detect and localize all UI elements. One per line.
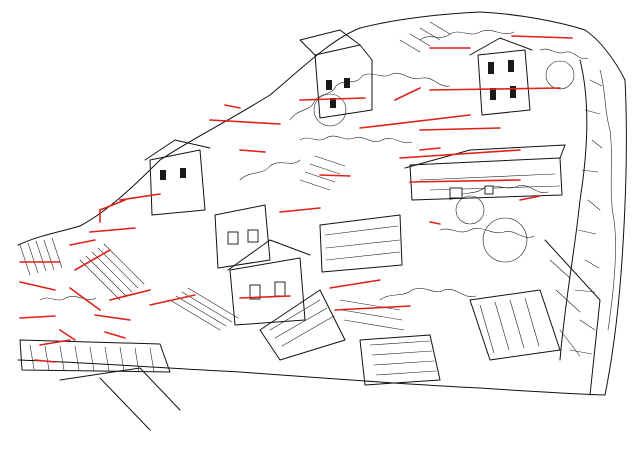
red-guide-line — [19, 281, 56, 291]
red-guide-line — [149, 294, 196, 306]
red-guide-line — [19, 315, 56, 319]
red-guide-line — [239, 149, 266, 153]
red-guide-line — [94, 314, 131, 321]
red-guide-line — [319, 174, 351, 177]
red-guide-line — [224, 104, 241, 109]
red-guide-line — [99, 199, 126, 211]
red-guide-line — [394, 87, 421, 101]
red-guide-line — [34, 359, 56, 363]
red-guide-line — [119, 193, 161, 201]
buildings — [19, 21, 566, 431]
red-guide-line — [519, 195, 541, 201]
red-guide-line — [299, 97, 366, 101]
red-guide-line — [39, 339, 71, 346]
red-guide-line — [109, 289, 151, 301]
red-guide-line — [409, 179, 521, 183]
red-guide-line — [69, 287, 101, 311]
red-guide-line — [511, 35, 573, 39]
red-guide-lines — [19, 35, 573, 363]
red-guide-line — [239, 295, 291, 299]
red-guide-line — [399, 149, 521, 159]
red-guide-line — [419, 127, 501, 131]
red-guide-line — [209, 119, 281, 125]
red-guide-line — [419, 147, 441, 151]
red-guide-line — [89, 227, 136, 233]
rock-cliff — [544, 59, 616, 396]
red-guide-line — [429, 87, 561, 91]
red-guide-line — [279, 207, 321, 213]
red-guide-line — [104, 331, 126, 339]
red-guide-line — [359, 114, 471, 129]
red-guide-line — [334, 305, 411, 311]
red-guide-line — [69, 239, 96, 246]
red-guide-line — [429, 221, 441, 225]
red-guide-line — [74, 249, 111, 271]
red-guide-line — [59, 329, 76, 341]
red-guide-line — [329, 279, 381, 289]
vegetation — [39, 30, 589, 301]
